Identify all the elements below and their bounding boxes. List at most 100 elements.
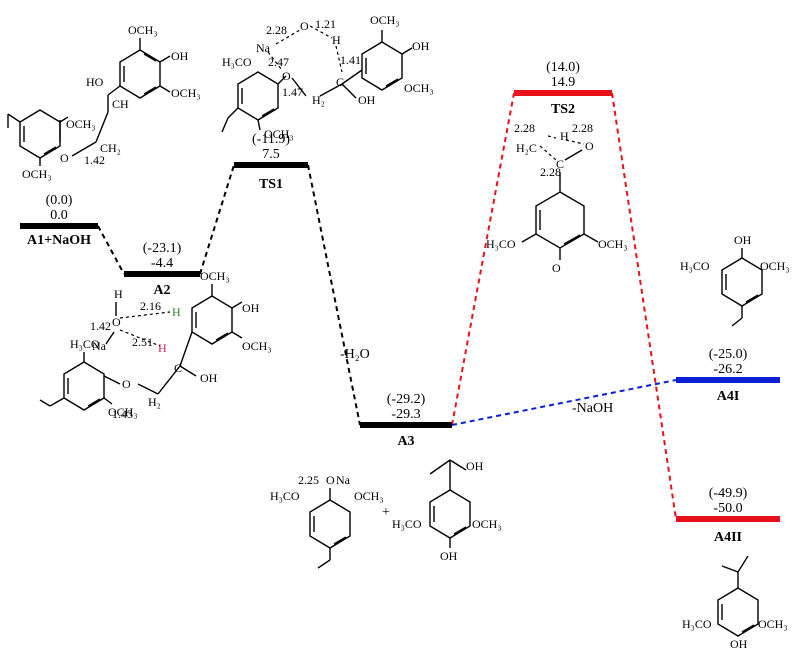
level-value-paren-a4ii: (-49.9) — [709, 486, 748, 501]
a4ii-oh: OH — [730, 637, 748, 651]
a3-na-dist: 2.25 — [298, 473, 319, 487]
energy-levels — [20, 90, 780, 522]
level-value-ts1: 7.5 — [262, 147, 280, 162]
ts2-o-bottom: O — [552, 261, 561, 275]
a1-oh: OH — [171, 49, 189, 63]
a1-ho: HO — [86, 75, 104, 89]
structure-ts2: 2.28 2.28 2.28 H₂C C O H H₃CO OCH₃ O — [486, 121, 628, 275]
level-value-a2: -4.4 — [151, 256, 173, 271]
connector-a3-ts2 — [451, 92, 515, 426]
connector-ts2-a4ii — [611, 92, 677, 520]
a1-och3-lower: OCH₃ — [22, 167, 52, 181]
level-label-a4i: A4I — [717, 389, 740, 404]
level-value-paren-a4i: (-25.0) — [709, 347, 748, 362]
a1-och3-right: OCH₃ — [171, 86, 201, 100]
ts2-h3co: H₃CO — [486, 237, 516, 251]
ts1-oh-side: OH — [358, 93, 376, 107]
a3-oh-top: OH — [466, 459, 484, 473]
level-value-a3: -29.3 — [391, 407, 420, 422]
structure-ts1: 2.28 O 1.21 Na 2.47 H 1.41 H₃CO O 1.47 H… — [221, 13, 434, 141]
level-label-a3: A3 — [397, 434, 414, 449]
a2-o: O — [112, 315, 121, 329]
a3-och3-right: OCH₃ — [472, 517, 502, 531]
a4ii-h3co: H₃CO — [682, 617, 712, 631]
ts1-h3co: H₃CO — [222, 55, 252, 69]
a4i-h3co: H₃CO — [680, 259, 710, 273]
water-loss-label: -H₂O — [340, 347, 370, 362]
naoh-loss-label: -NaOH — [572, 401, 613, 416]
ts1-o-ether: O — [282, 69, 291, 83]
a2-h-top: H — [114, 287, 123, 301]
a2-oh-dist: 1.42 — [90, 319, 111, 333]
a3-oh-bottom: OH — [440, 549, 458, 563]
ts1-ch-dist: 1.41 — [340, 53, 361, 67]
a2-och3-top: OCH₃ — [200, 269, 230, 283]
ts1-och3-bottom: OCH₃ — [264, 127, 294, 141]
a2-o-ether: O — [122, 377, 131, 391]
a3-na: Na — [336, 473, 351, 487]
ts2-dist-b: 2.28 — [572, 121, 593, 135]
structure-a4ii: H₃CO OCH₃ OH — [682, 555, 788, 651]
ts1-na-o-dist: 2.28 — [266, 23, 287, 37]
a2-c: C — [174, 361, 182, 375]
a3-och3: OCH₃ — [354, 489, 384, 503]
level-value-paren-a1: (0.0) — [46, 193, 73, 208]
a2-h2: H₂ — [148, 395, 161, 409]
a1-och3-upper: OCH₃ — [66, 117, 96, 131]
ts1-oh-ring: OH — [412, 39, 430, 53]
a3-o: O — [326, 473, 335, 487]
a1-o: O — [60, 151, 69, 165]
a2-h-pink: H — [158, 341, 167, 355]
structure-a2: H O Na 1.42 2.16 2.51 H H OCH₃ OH OCH₃ C… — [39, 269, 272, 421]
ts1-h2: H₂ — [312, 93, 325, 107]
level-label-a2: A2 — [153, 283, 170, 298]
ts2-h2c: H₂C — [516, 141, 537, 155]
ts2-c: C — [556, 157, 564, 171]
a1-bond-length: 1.42 — [84, 153, 105, 167]
ts2-och3: OCH₃ — [598, 237, 628, 251]
structure-a3: 2.25 O Na H₃CO OCH₃ + OH H₃CO OCH₃ OH — [270, 459, 502, 569]
connector-a2-ts1 — [199, 164, 235, 275]
a3-h3co-right: H₃CO — [392, 517, 422, 531]
level-label-a1: A1+NaOH — [27, 233, 91, 248]
a2-ch-dist: 1.43 — [112, 407, 133, 421]
connectors — [97, 92, 677, 520]
ts2-dist-c: 2.28 — [540, 165, 561, 179]
ts1-na-ox-dist: 2.47 — [268, 55, 289, 69]
a2-h3co: H₃CO — [70, 337, 100, 351]
level-value-paren-ts1: (-11.9) — [252, 132, 290, 147]
ts2-dist-a: 2.28 — [514, 121, 535, 135]
a2-h-green: H — [172, 305, 181, 319]
a3-plus: + — [382, 505, 390, 520]
energy-texts: (0.0)0.0A1+NaOH(-23.1)-4.4A2(-11.9)7.5TS… — [27, 60, 748, 545]
a4i-och3: OCH₃ — [760, 259, 790, 273]
ts2-o: O — [585, 139, 594, 153]
a2-oh-ring: OH — [242, 301, 260, 315]
structure-a4i: OH H₃CO OCH₃ — [680, 233, 790, 327]
level-value-a4i: -26.2 — [713, 362, 742, 377]
level-label-ts1: TS1 — [259, 177, 283, 192]
connector-a3-a4i — [451, 379, 677, 426]
a4ii-och3: OCH₃ — [758, 617, 788, 631]
a2-och3-right: OCH₃ — [242, 339, 272, 353]
level-label-ts2: TS2 — [551, 102, 575, 117]
ts1-o: O — [300, 19, 309, 33]
a2-och3-lower: OCH₃ — [108, 405, 138, 419]
level-value-paren-a2: (-23.1) — [143, 241, 182, 256]
a2-h2-dist: 2.51 — [132, 335, 153, 349]
level-value-ts2: 14.9 — [551, 75, 576, 90]
ts2-h: H — [560, 129, 569, 143]
a1-ch2: CH₂ — [100, 141, 121, 155]
a4i-oh: OH — [734, 233, 752, 247]
level-value-a1: 0.0 — [50, 208, 68, 223]
a1-och3-top: OCH₃ — [128, 23, 158, 37]
a2-na: Na — [92, 339, 107, 353]
level-value-paren-a3: (-29.2) — [387, 392, 426, 407]
a1-ch: CH — [112, 97, 129, 111]
ts1-na: Na — [256, 41, 271, 55]
ts1-h: H — [332, 33, 341, 47]
ts1-och3-top: OCH₃ — [370, 13, 400, 27]
level-label-a4ii: A4II — [714, 530, 742, 545]
a2-oh-side: OH — [200, 371, 218, 385]
